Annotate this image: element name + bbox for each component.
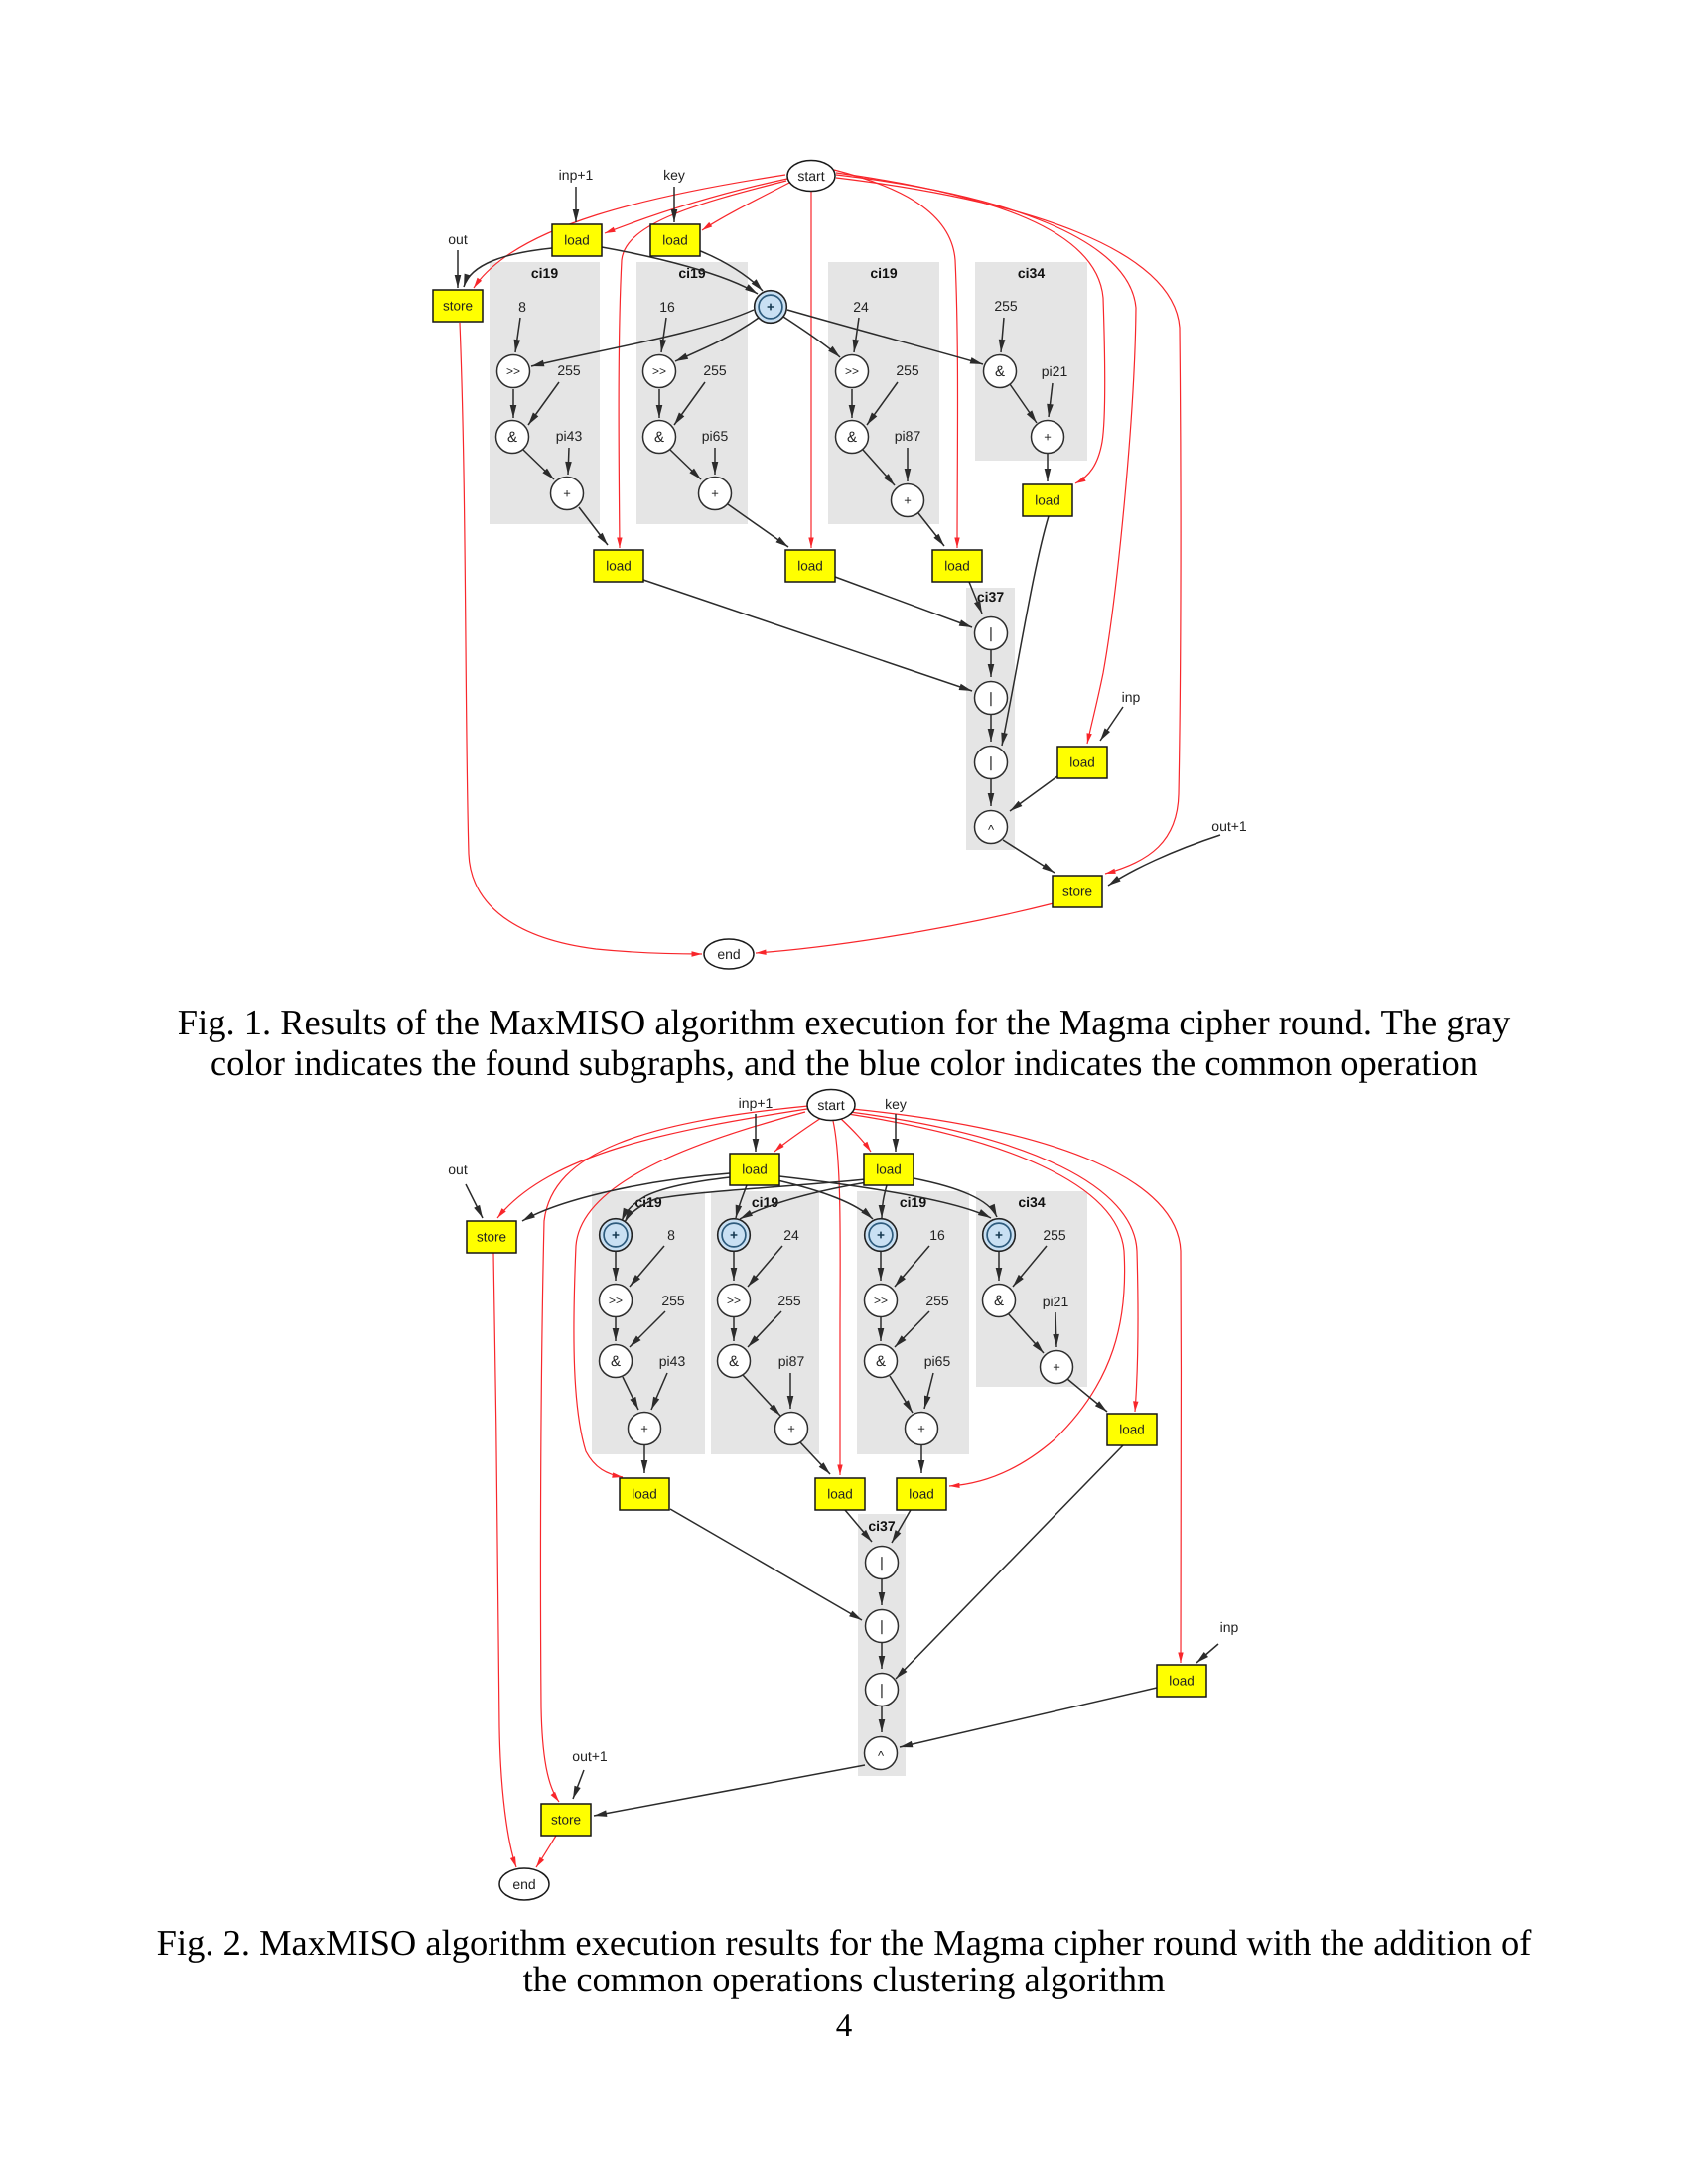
svg-text:&: & [507, 429, 517, 446]
svg-text:>>: >> [845, 364, 859, 378]
svg-text:ci19: ci19 [900, 1194, 926, 1210]
svg-text:load: load [564, 233, 590, 248]
svg-text:pi87: pi87 [778, 1353, 805, 1369]
svg-text:+: + [640, 1422, 648, 1436]
svg-text:out: out [448, 1161, 468, 1177]
svg-text:255: 255 [777, 1293, 801, 1308]
svg-text:16: 16 [929, 1227, 945, 1243]
svg-text:out: out [448, 231, 468, 247]
svg-text:start: start [817, 1097, 844, 1113]
svg-text:>>: >> [652, 364, 666, 378]
svg-text:24: 24 [853, 299, 869, 315]
svg-text:ci19: ci19 [752, 1194, 778, 1210]
svg-text:+: + [917, 1422, 925, 1436]
svg-text:load: load [662, 233, 688, 248]
svg-text:load: load [606, 559, 632, 574]
svg-text:ci19: ci19 [870, 265, 897, 281]
svg-text:24: 24 [783, 1227, 799, 1243]
svg-text:255: 255 [925, 1293, 949, 1308]
svg-text:>>: >> [506, 364, 520, 378]
svg-text:ci37: ci37 [977, 589, 1004, 605]
svg-text:|: | [880, 1555, 884, 1571]
svg-text:255: 255 [703, 362, 727, 378]
svg-text:|: | [880, 1618, 884, 1635]
svg-text:load: load [742, 1162, 768, 1177]
svg-text:inp: inp [1220, 1619, 1239, 1635]
svg-text:ci34: ci34 [1018, 265, 1045, 281]
svg-text:start: start [797, 168, 824, 184]
svg-text:out+1: out+1 [572, 1748, 608, 1764]
svg-text:8: 8 [518, 299, 526, 315]
svg-text:load: load [876, 1162, 902, 1177]
svg-text:Fig. 1. Results of the MaxMISO: Fig. 1. Results of the MaxMISO algorithm… [178, 1002, 1511, 1042]
svg-text:key: key [885, 1096, 907, 1112]
svg-text:pi21: pi21 [1043, 1294, 1069, 1309]
svg-text:store: store [1062, 885, 1092, 899]
svg-text:+: + [1044, 430, 1052, 445]
svg-text:pi43: pi43 [659, 1353, 686, 1369]
svg-text:255: 255 [661, 1293, 685, 1308]
svg-text:pi43: pi43 [556, 428, 583, 444]
svg-text:&: & [876, 1353, 886, 1370]
svg-text:+: + [563, 486, 571, 501]
svg-text:pi21: pi21 [1042, 363, 1068, 379]
svg-text:load: load [1035, 493, 1060, 508]
svg-text:>>: >> [874, 1294, 888, 1307]
svg-text:^: ^ [878, 1748, 885, 1763]
svg-text:+: + [904, 493, 912, 508]
svg-text:ci19: ci19 [678, 265, 705, 281]
svg-text:|: | [989, 754, 993, 771]
svg-text:store: store [551, 1813, 581, 1828]
svg-text:255: 255 [896, 362, 919, 378]
svg-text:out+1: out+1 [1211, 818, 1247, 834]
svg-text:&: & [729, 1353, 739, 1370]
svg-text:255: 255 [1043, 1227, 1066, 1243]
svg-text:ci19: ci19 [531, 265, 558, 281]
svg-text:&: & [611, 1353, 621, 1370]
svg-text:store: store [477, 1230, 506, 1245]
svg-text:load: load [797, 559, 823, 574]
svg-text:>>: >> [727, 1294, 741, 1307]
svg-text:inp+1: inp+1 [559, 167, 594, 183]
svg-text:&: & [654, 429, 664, 446]
svg-text:16: 16 [659, 299, 675, 315]
svg-text:|: | [989, 625, 993, 642]
svg-text:the common operations clusteri: the common operations clustering algorit… [523, 1959, 1166, 1999]
svg-text:load: load [827, 1487, 853, 1502]
svg-text:ci37: ci37 [868, 1518, 895, 1534]
svg-text:pi65: pi65 [702, 428, 729, 444]
svg-text:&: & [995, 363, 1005, 380]
svg-text:end: end [512, 1876, 535, 1892]
svg-text:color indicates the found subg: color indicates the found subgraphs, and… [211, 1042, 1477, 1083]
svg-text:store: store [443, 299, 473, 314]
svg-text:+: + [1053, 1360, 1060, 1375]
svg-text:inp+1: inp+1 [739, 1095, 774, 1111]
svg-text:load: load [909, 1487, 934, 1502]
svg-text:&: & [994, 1293, 1004, 1309]
svg-text:load: load [1169, 1674, 1195, 1689]
svg-text:load: load [944, 559, 970, 574]
svg-text:|: | [989, 690, 993, 707]
svg-text:8: 8 [667, 1227, 675, 1243]
svg-text:pi65: pi65 [924, 1353, 951, 1369]
svg-text:|: | [880, 1682, 884, 1699]
svg-text:+: + [787, 1422, 795, 1436]
svg-text:&: & [847, 429, 857, 446]
svg-text:end: end [717, 946, 740, 962]
svg-text:ci34: ci34 [1018, 1194, 1045, 1210]
svg-text:inp: inp [1122, 689, 1141, 705]
svg-text:+: + [711, 486, 719, 501]
svg-text:key: key [663, 167, 685, 183]
svg-text:>>: >> [609, 1294, 623, 1307]
svg-text:255: 255 [994, 298, 1018, 314]
svg-text:4: 4 [836, 2008, 853, 2044]
svg-text:255: 255 [557, 362, 581, 378]
svg-text:^: ^ [988, 822, 995, 837]
svg-text:Fig. 2. MaxMISO algorithm exec: Fig. 2. MaxMISO algorithm execution resu… [157, 1922, 1533, 1963]
svg-text:load: load [1119, 1423, 1145, 1437]
svg-text:load: load [1069, 755, 1095, 770]
svg-text:load: load [632, 1487, 657, 1502]
svg-text:pi87: pi87 [895, 428, 921, 444]
